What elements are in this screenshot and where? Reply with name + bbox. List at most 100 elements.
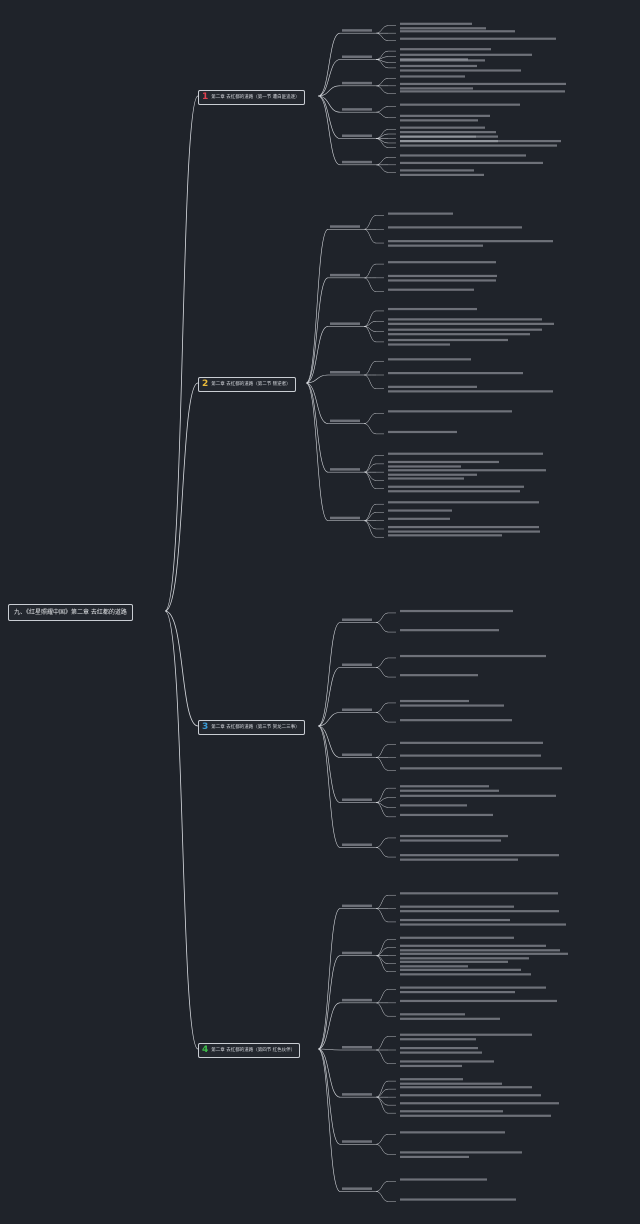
branch-number: 3 <box>202 722 209 732</box>
leaf-text-placeholder <box>400 965 468 968</box>
leaf-line <box>363 520 377 530</box>
root-topic[interactable]: 九、《红星照耀中国》第二章 去红都的道路 <box>8 604 133 621</box>
leaf-text-placeholder <box>400 839 501 842</box>
leaf-text-placeholder <box>400 169 474 172</box>
leaf-line <box>375 1144 389 1155</box>
leaf-text-placeholder <box>400 957 529 960</box>
leaf-text-placeholder <box>400 1038 476 1041</box>
subtopic-text-placeholder <box>342 55 372 58</box>
leaf-text-placeholder <box>400 154 526 157</box>
leaf-line <box>363 503 377 521</box>
leaf-text-placeholder <box>388 385 477 388</box>
root-to-branch-line-1 <box>164 95 199 612</box>
branch-1-subtopic-line <box>317 32 341 97</box>
leaf-line <box>363 423 377 435</box>
leaf-line <box>375 157 389 166</box>
leaf-line <box>375 1181 389 1192</box>
leaf-text-placeholder <box>400 952 568 955</box>
leaf-line <box>363 463 377 473</box>
leaf-line <box>375 712 389 723</box>
leaf-line <box>375 657 389 668</box>
leaf-text-placeholder <box>400 48 491 51</box>
leaf-text-placeholder <box>388 274 497 278</box>
branch-title: 第二章 去红都的道路（第四节 红色伙伴） <box>211 1048 296 1053</box>
leaf-text-placeholder <box>388 460 499 464</box>
leaf-text-placeholder <box>400 173 484 176</box>
leaf-text-placeholder <box>400 629 499 632</box>
leaf-text-placeholder <box>388 212 453 215</box>
leaf-text-placeholder <box>400 936 514 939</box>
leaf-line <box>375 612 389 623</box>
leaf-text-placeholder <box>400 923 566 926</box>
leaf-text-placeholder <box>400 704 504 707</box>
leaf-line <box>375 25 389 34</box>
leaf-text-placeholder <box>400 1064 462 1068</box>
leaf-text-placeholder <box>400 991 515 994</box>
leaf-line <box>375 85 389 94</box>
leaf-text-placeholder <box>388 333 530 336</box>
leaf-text-placeholder <box>388 328 542 331</box>
subtopic-text-placeholder <box>342 843 372 846</box>
subtopic-text-placeholder <box>342 1093 372 1096</box>
leaf-line <box>375 847 389 858</box>
branch-1-subtopic-line <box>317 95 341 166</box>
branch-topic-4[interactable]: 4 第二章 去红都的道路（第四节 红色伙伴） <box>198 1043 301 1058</box>
leaf-text-placeholder <box>388 279 496 282</box>
branch-title: 第二章 去红都的道路（第三节 贺龙二三事） <box>211 725 300 730</box>
leaf-text-placeholder <box>400 960 508 963</box>
leaf-text-placeholder <box>400 69 521 72</box>
leaf-text-placeholder <box>388 501 539 504</box>
branch-number: 4 <box>202 1045 209 1055</box>
leaf-line <box>375 1191 389 1202</box>
leaf-text-placeholder <box>400 75 465 78</box>
leaf-text-placeholder <box>388 469 546 472</box>
leaf-line <box>375 947 389 956</box>
leaf-line <box>375 667 389 678</box>
branch-topic-3[interactable]: 3 第二章 去红都的道路（第三节 贺龙二三事） <box>198 720 305 735</box>
leaf-line <box>363 520 377 538</box>
leaf-line <box>375 138 389 148</box>
leaf-line <box>375 1134 389 1145</box>
subtopic-text-placeholder <box>330 516 360 520</box>
branch-2-subtopic-line <box>305 382 329 424</box>
leaf-text-placeholder <box>400 1047 478 1050</box>
leaf-line <box>363 277 377 292</box>
leaf-text-placeholder <box>400 1082 502 1085</box>
leaf-text-placeholder <box>400 789 499 792</box>
branch-number: 2 <box>202 379 209 389</box>
leaf-text-placeholder <box>400 119 478 122</box>
leaf-line <box>363 471 377 489</box>
branch-4-subtopic-line <box>317 1048 341 1145</box>
branch-topic-2[interactable]: 2 第二章 去红都的道路（第二节 叛逆者） <box>198 377 296 392</box>
leaf-line <box>375 908 389 923</box>
leaf-text-placeholder <box>400 804 467 807</box>
branch-3-subtopic-line <box>317 725 341 758</box>
leaf-text-placeholder <box>400 22 472 25</box>
leaf-text-placeholder <box>400 139 561 143</box>
leaf-line <box>375 1049 389 1064</box>
root-to-branch-line-2 <box>164 382 199 612</box>
leaf-line <box>375 757 389 771</box>
leaf-line <box>363 360 377 376</box>
leaf-text-placeholder <box>400 1078 463 1081</box>
leaf-text-placeholder <box>400 82 566 86</box>
branch-4-subtopic-line <box>317 908 341 1050</box>
leaf-line <box>375 1096 389 1114</box>
leaf-line <box>375 1002 389 1017</box>
leaf-line <box>375 894 389 909</box>
subtopic-text-placeholder <box>330 468 360 471</box>
leaf-text-placeholder <box>400 161 543 165</box>
leaf-text-placeholder <box>388 525 539 529</box>
leaf-line <box>363 455 377 473</box>
leaf-text-placeholder <box>388 226 522 229</box>
root-to-branch-line-4 <box>164 610 199 1050</box>
leaf-text-placeholder <box>400 654 546 658</box>
leaf-text-placeholder <box>400 999 557 1003</box>
leaf-line <box>375 955 389 972</box>
leaf-text-placeholder <box>388 244 483 247</box>
leaf-line <box>375 622 389 633</box>
subtopic-text-placeholder <box>330 225 360 228</box>
branch-4-subtopic-line <box>317 955 341 1050</box>
branch-topic-1[interactable]: 1 第二章 去红都的道路（第一节 遭白匪追逐） <box>198 90 305 105</box>
subtopic-text-placeholder <box>342 708 372 711</box>
